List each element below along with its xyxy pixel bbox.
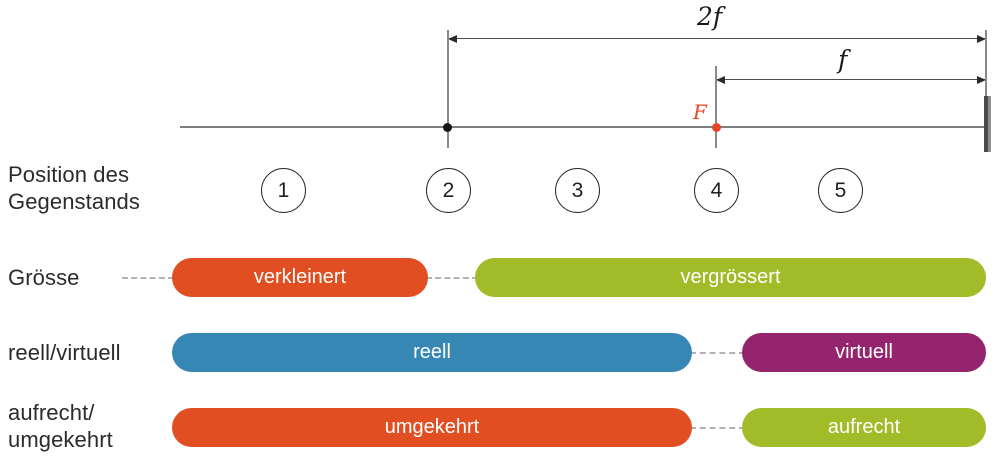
arrowhead-left-2f-icon xyxy=(448,35,457,43)
position-marker-2[interactable]: 2 xyxy=(426,168,471,213)
orientation-connector-1 xyxy=(690,427,745,429)
position-marker-3[interactable]: 3 xyxy=(555,168,600,213)
arrowhead-right-2f-icon xyxy=(977,35,986,43)
real-virtual-connector-1 xyxy=(690,352,745,354)
focal-point-label: F xyxy=(693,100,707,124)
row-label-size: Grösse xyxy=(8,265,80,290)
row-label-orientation: aufrecht/ umgekehrt xyxy=(8,400,113,454)
row-label-position-line2: Gegenstands xyxy=(8,188,140,214)
position-marker-label: 3 xyxy=(571,178,584,202)
real-virtual-segment-label: reell xyxy=(413,341,451,363)
lens-bar-icon xyxy=(984,96,988,152)
arrowhead-left-f-icon xyxy=(716,76,725,84)
measurement-label-f: f xyxy=(838,45,848,74)
size-segment-1[interactable]: verkleinert xyxy=(172,258,428,297)
orientation-segment-label: aufrecht xyxy=(827,416,901,438)
size-segment-label: vergrössert xyxy=(680,266,781,288)
real-virtual-segment-1[interactable]: reell xyxy=(172,333,692,372)
optical-axis-line xyxy=(180,126,986,128)
position-marker-1[interactable]: 1 xyxy=(261,168,306,213)
size-connector-1 xyxy=(122,277,174,279)
point-marker-focal xyxy=(712,123,721,132)
size-connector-2 xyxy=(426,277,478,279)
orientation-segment-1[interactable]: umgekehrt xyxy=(172,408,692,447)
orientation-segment-2[interactable]: aufrecht xyxy=(742,408,986,447)
real-virtual-segment-label: virtuell xyxy=(835,341,893,363)
position-marker-label: 2 xyxy=(442,178,455,202)
tick-marker-lens xyxy=(985,30,987,100)
measurement-line-f xyxy=(717,79,985,80)
position-marker-label: 1 xyxy=(277,178,290,202)
row-label-real-virtual: reell/virtuell xyxy=(8,340,121,365)
size-segment-2[interactable]: vergrössert xyxy=(475,258,986,297)
position-marker-4[interactable]: 4 xyxy=(694,168,739,213)
row-label-position-line1: Position des xyxy=(8,162,130,187)
size-segment-label: verkleinert xyxy=(253,266,347,288)
tick-marker-f xyxy=(715,66,717,148)
orientation-segment-label: umgekehrt xyxy=(384,416,480,438)
tick-marker-2f xyxy=(447,30,449,148)
position-marker-label: 5 xyxy=(834,178,847,202)
position-marker-5[interactable]: 5 xyxy=(818,168,863,213)
row-label-position: Position des Gegenstands xyxy=(8,162,140,216)
measurement-line-2f xyxy=(449,38,985,39)
position-marker-label: 4 xyxy=(710,178,723,202)
real-virtual-segment-2[interactable]: virtuell xyxy=(742,333,986,372)
arrowhead-right-f-icon xyxy=(977,76,986,84)
row-label-orientation-line2: umgekehrt xyxy=(8,426,113,452)
point-marker-2f xyxy=(443,123,452,132)
measurement-label-2f: 2f xyxy=(697,2,723,31)
row-label-orientation-line1: aufrecht/ xyxy=(8,400,95,425)
